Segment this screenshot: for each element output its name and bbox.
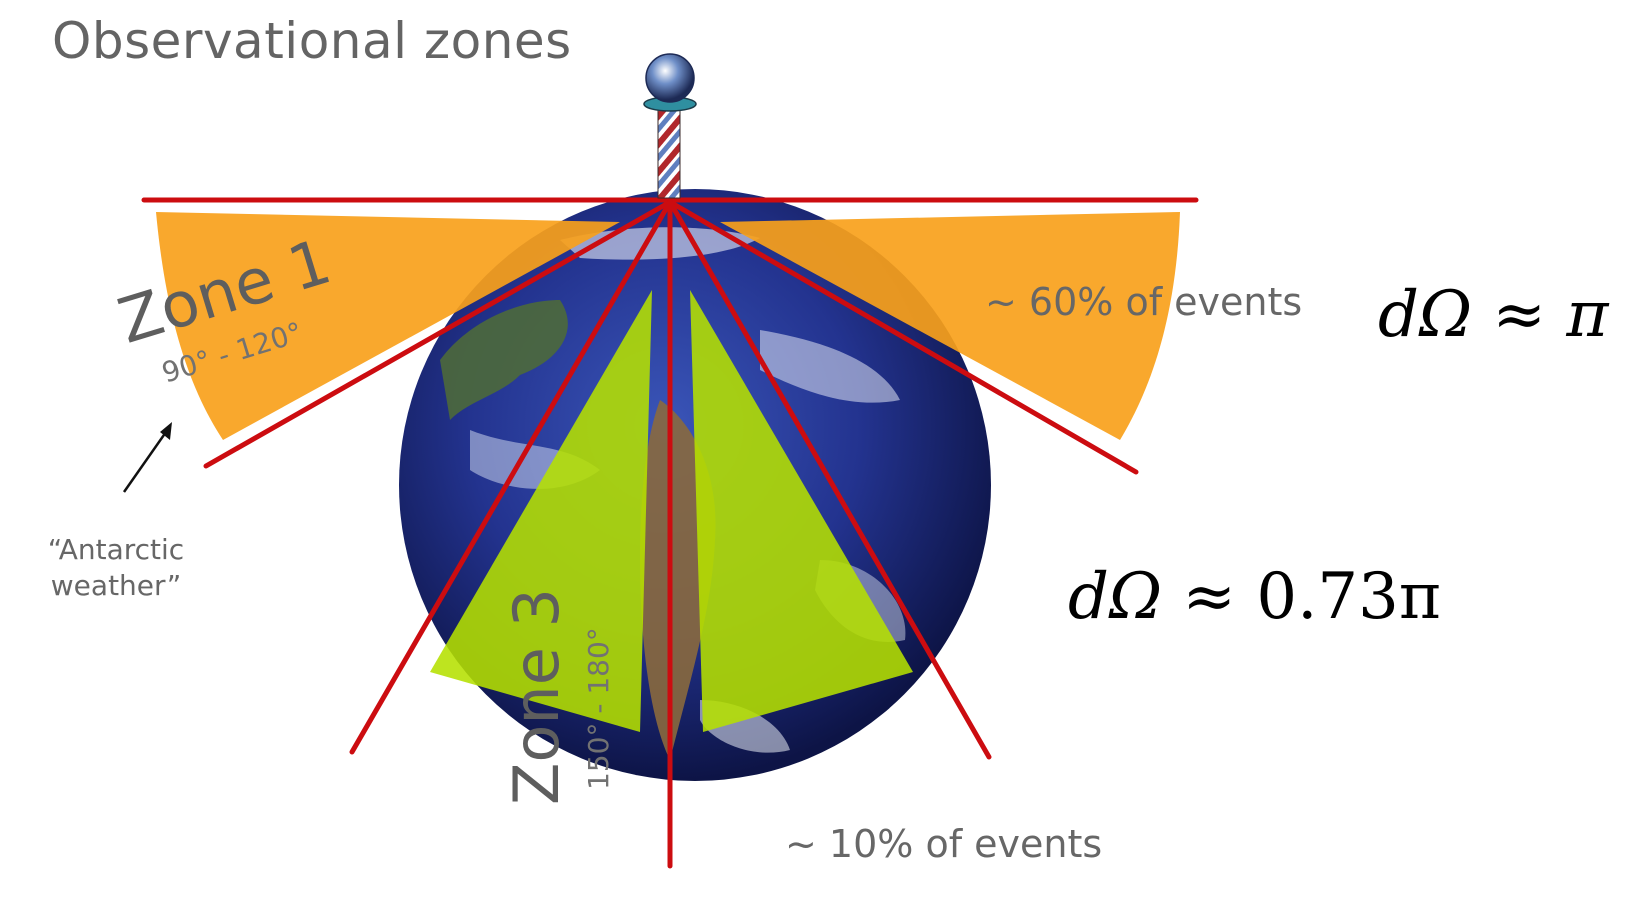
antarctic-weather-line1: “Antarctic (47, 533, 185, 566)
zone-boundary-lines (141, 197, 1199, 869)
solid-angle-formula-1: dΩ ≈ π (1378, 278, 1608, 352)
zone-3-left-wedge (430, 290, 652, 732)
boundary-line-right-upper (667, 199, 1139, 475)
formula-1-value: π (1566, 278, 1609, 352)
antarctic-weather-note: “Antarctic weather” (36, 532, 196, 604)
boundary-line-right-lower (667, 199, 992, 760)
zone-1-region (156, 212, 1180, 440)
detector-ball (645, 53, 695, 103)
zone-3-range: 150° - 180° (582, 627, 615, 790)
antarctic-arrow (122, 422, 172, 493)
cloud-band-2 (760, 330, 900, 403)
zone-1-right-wedge (720, 212, 1180, 440)
solid-angle-formula-2: dΩ ≈ 0.73π (1068, 560, 1441, 634)
detector-pole (643, 53, 697, 199)
boundary-line-left-upper (203, 199, 673, 469)
events-percentage-bottom: ~ 10% of events (785, 822, 1103, 866)
formula-1-symbol: dΩ (1378, 278, 1473, 352)
zone-3-region (430, 290, 913, 732)
events-percentage-top: ~ 60% of events (985, 280, 1303, 324)
zone-3-label: Zone 3 (500, 588, 573, 805)
continent-north-america (440, 300, 568, 420)
formula-2-value: 0.73π (1256, 560, 1441, 634)
zone-3-right-wedge (690, 290, 913, 732)
page-title: Observational zones (52, 12, 572, 70)
formula-2-relation: ≈ (1182, 560, 1236, 634)
formula-2-symbol: dΩ (1068, 560, 1163, 634)
boundary-line-left-lower (349, 199, 673, 755)
antarctic-weather-line2: weather” (50, 569, 182, 602)
formula-1-relation: ≈ (1492, 278, 1546, 352)
zone-1-left-wedge (156, 212, 620, 440)
